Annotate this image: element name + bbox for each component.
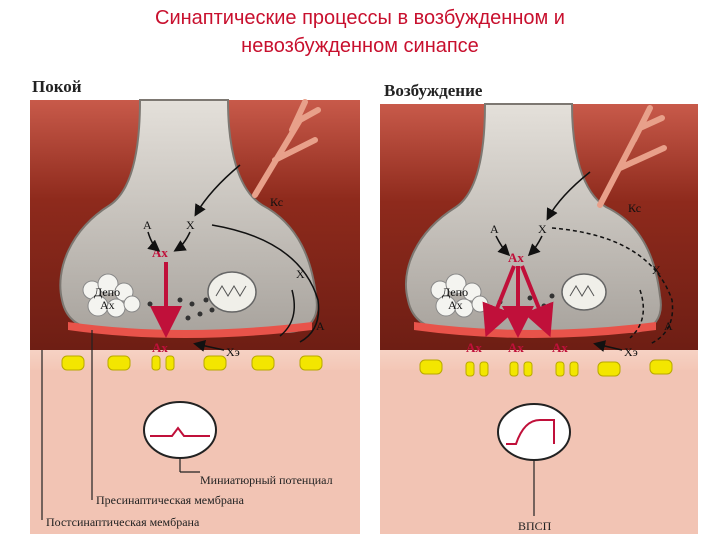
miniature-caption: Миниатюрный потенциал <box>200 473 333 487</box>
panel-rest-heading: Покой <box>32 77 82 96</box>
mitochondrion-cristae <box>215 285 247 297</box>
release-arrow-right <box>520 265 554 338</box>
slide-title-line2: невозбужденном синапсе <box>241 35 479 57</box>
panel-excitation-heading: Возбуждение <box>384 81 483 100</box>
nerve-fiber-icon <box>252 99 321 198</box>
oscilloscope-excitation-icon <box>497 403 571 461</box>
x-side-label: Х <box>296 267 305 281</box>
depot-label-excitation-line1: Депо <box>442 285 468 299</box>
a-side-excitation-label: А <box>664 319 673 333</box>
ax-top-excitation-label: Ах <box>508 250 524 265</box>
kc-excitation-label: Кс <box>628 201 641 215</box>
xe-excitation-arrow <box>593 340 623 352</box>
postsynaptic-caption: Постсинаптическая мембрана <box>46 515 200 529</box>
x-label: Х <box>186 218 195 232</box>
slide-title-line1: Синаптические процессы в возбужденном и <box>155 7 565 29</box>
epsp-caption: ВПСП <box>518 519 552 533</box>
depot-vesicles-excitation-icon <box>430 273 489 318</box>
presynaptic-membrane <box>68 322 312 338</box>
a-to-ax-arrow <box>147 231 161 252</box>
release-arrow-left <box>482 265 516 338</box>
presynaptic-caption: Пресинаптическая мембрана <box>96 493 245 507</box>
a-label: А <box>143 218 152 232</box>
receptors-rest <box>61 355 323 371</box>
x-to-ax-arrow <box>173 231 191 252</box>
xe-arrow <box>193 340 225 352</box>
nerve-fiber-excitation-icon <box>597 105 667 208</box>
a-to-ax-excitation-arrow <box>495 235 511 257</box>
recycle-loop-inner <box>279 289 295 337</box>
xe-label: Хэ <box>226 345 240 359</box>
miniature-potential-trace <box>150 426 210 437</box>
x-to-ax-excitation-arrow <box>527 235 543 257</box>
panel-excitation: Возбуждение Депо Ах Кс А Х Ах <box>378 64 700 534</box>
fiber-to-x-arrow <box>194 164 241 217</box>
depot-vesicles-icon <box>82 273 141 318</box>
depot-label-line2: Ах <box>100 298 115 312</box>
a-excitation-label: А <box>490 222 499 236</box>
mitochondrion-excitation-cristae <box>569 285 595 297</box>
mitochondrion-icon <box>207 271 257 313</box>
fiber-to-x-excitation-arrow <box>546 171 591 221</box>
x-side-excitation-label: Х <box>652 263 661 277</box>
ax-bottom-excitation-label-1: Ах <box>466 340 482 355</box>
x-excitation-label: Х <box>538 222 547 236</box>
depot-label-excitation-line2: Ах <box>448 298 463 312</box>
epsp-trace <box>506 419 555 445</box>
receptors-excitation <box>419 359 673 377</box>
kc-label: Кс <box>270 195 283 209</box>
panel-rest: Покой Депо Ах Кс <box>28 64 361 534</box>
recycle-loop-outer-excitation <box>551 227 674 345</box>
ax-bottom-excitation-label-3: Ах <box>552 340 568 355</box>
depot-label-line1: Депо <box>94 285 120 299</box>
a-side-label: А <box>316 319 325 333</box>
ax-bottom-excitation-label-2: Ах <box>508 340 524 355</box>
recycle-loop-outer <box>211 224 320 343</box>
xe-excitation-label: Хэ <box>624 345 638 359</box>
ax-bottom-label: Ах <box>152 340 168 355</box>
slide-title: Синаптические процессы в возбужденном и … <box>0 4 720 60</box>
